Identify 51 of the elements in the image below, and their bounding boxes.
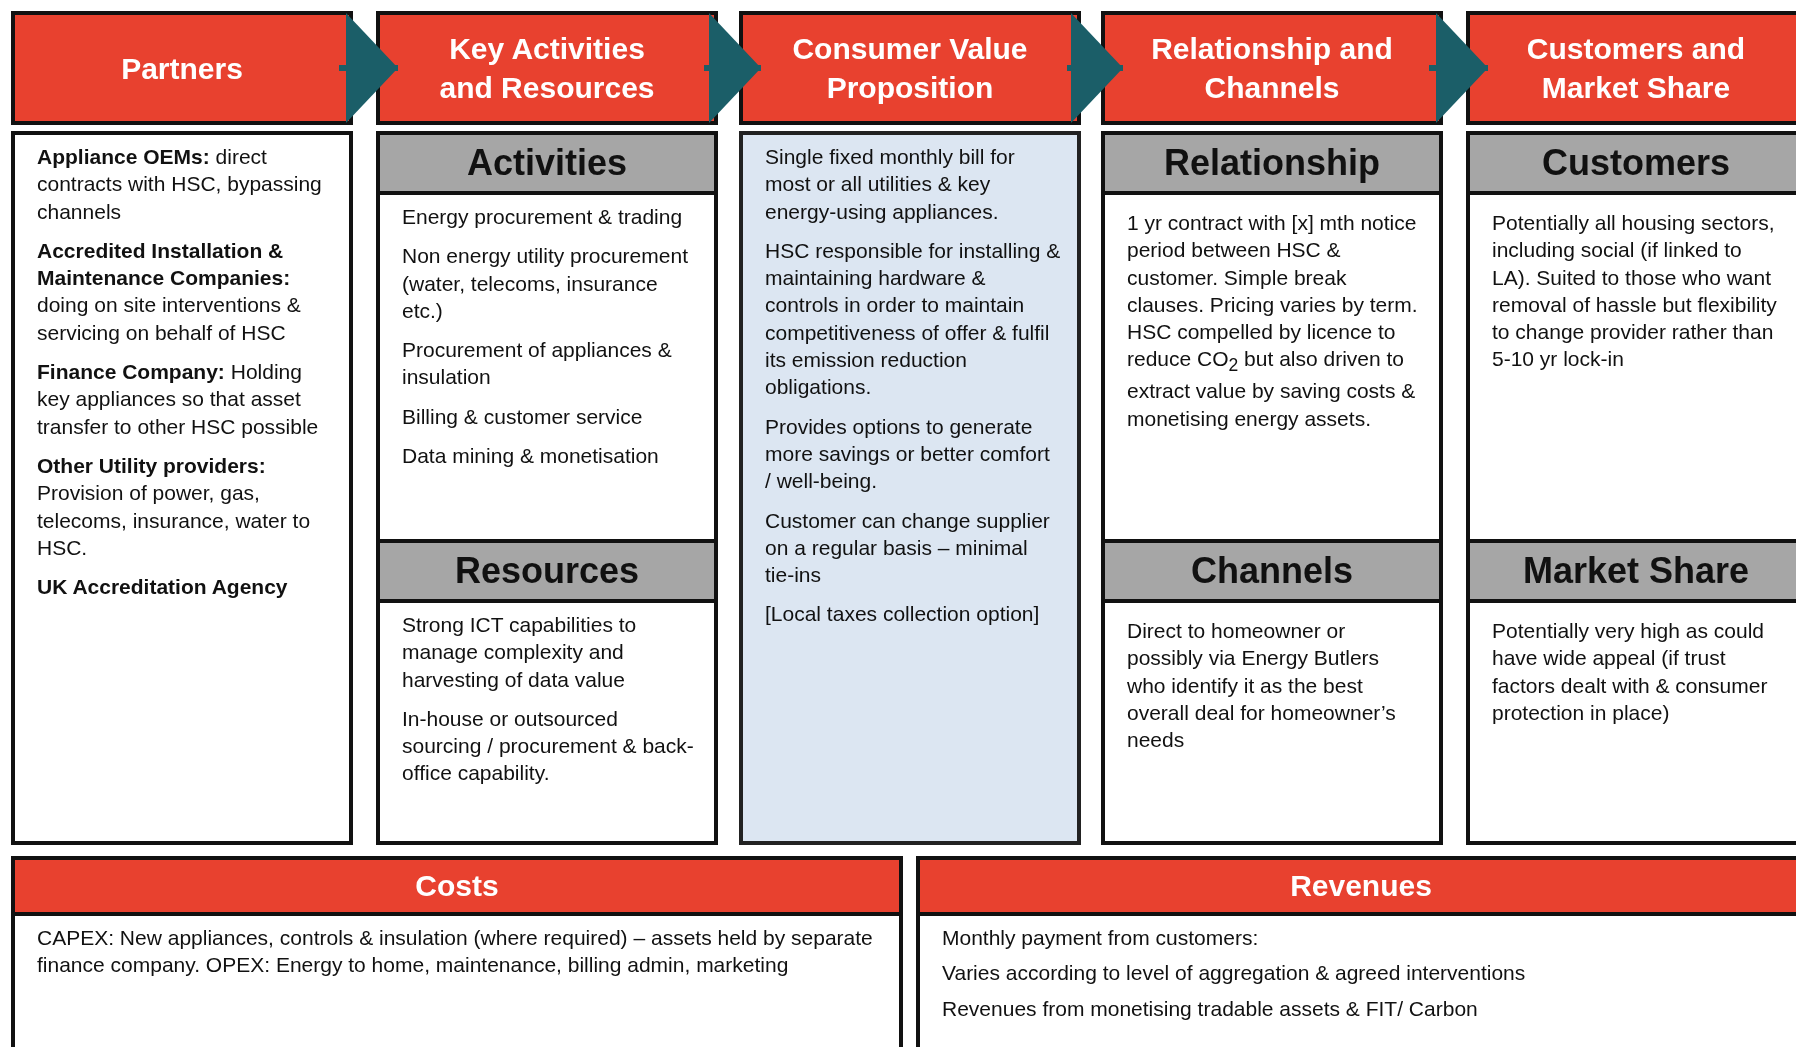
header-banner	[739, 11, 1081, 125]
chevron-arrow	[1429, 13, 1488, 123]
header-title: Key Activities and Resources	[438, 31, 656, 106]
body-text: Procurement of appliances & insulation	[402, 337, 673, 391]
body-text: Potentially all housing sectors, including social (if linked to LA). Suited to those who want removal of hassle but flexibility to change provider rather than 5-10 yr lock-in	[1492, 210, 1778, 373]
chevron-arrow	[1067, 13, 1123, 123]
header-banner	[11, 11, 353, 125]
body-text: Energy procurement & trading	[402, 204, 684, 230]
header-banner	[376, 11, 718, 125]
body-text: Single fixed monthly bill for most or all utilities & key energy-using appliances.	[765, 144, 1016, 225]
header-banner	[1466, 11, 1796, 125]
header-banner	[1101, 11, 1443, 125]
section-heading: Revenues	[920, 860, 1796, 916]
body-text: [Local taxes collection option]	[765, 601, 1041, 628]
body-text: Monthly payment from customers:	[942, 925, 1260, 951]
section-heading: Channels	[1105, 543, 1439, 603]
proposition-panel	[739, 131, 1081, 845]
body-text: Appliance OEMs: direct contracts with HSC, bypassing channels	[37, 144, 323, 225]
body-text: Finance Company: Holding key appliances so that asset transfer to other HSC possible	[37, 359, 320, 440]
header-title: Customers and Market Share	[1525, 31, 1747, 106]
chevron-arrow	[339, 13, 398, 123]
chevron-arrow	[704, 13, 761, 123]
body-text: Revenues from monetising tradable assets & FIT/ Carbon	[942, 995, 1479, 1022]
body-text: Billing & customer service	[402, 403, 644, 430]
body-text: UK Accreditation Agency	[37, 574, 289, 601]
body-text: Non energy utility procurement (water, telecoms, insurance etc.)	[402, 243, 689, 324]
header-title: Partners	[121, 50, 243, 87]
section-panel	[11, 856, 903, 1047]
body-text: Other Utility providers: Provision of power, gas, telecoms, insurance, water to HSC.	[37, 452, 312, 561]
body-text: HSC responsible for installing & maintaining hardware & controls in order to maintain competitiveness of offer & fulfil its emission reduction obligations.	[765, 237, 1061, 401]
body-text: Provides options to generate more savings or better comfort / well-being.	[765, 413, 1051, 495]
body-text: In-house or outsourced sourcing / procurement & back-office capability.	[402, 705, 695, 787]
section-heading: Customers	[1470, 135, 1796, 195]
body-text: Customer can change supplier on a regular basis – minimal tie-ins	[765, 507, 1051, 589]
header-title: Consumer Value Proposition	[791, 31, 1029, 106]
body-text: Data mining & monetisation	[402, 443, 660, 470]
body-text: 1 yr contract with [x] mth notice period between HSC & customer. Simple break clauses. Pricing varies by term. HSC compelled by licence to reduce CO$_{2}$ but also driven to extract value by saving costs & monetising energy assets.	[1127, 210, 1419, 432]
text-panel	[11, 131, 353, 845]
body-text: Potentially very high as could have wide appeal (if trust factors dealt with & consumer protection in place)	[1492, 618, 1769, 726]
section-heading: Costs	[15, 860, 899, 916]
section-heading: Relationship	[1105, 135, 1439, 195]
section-panel	[916, 856, 1796, 1047]
body-text: Strong ICT capabilities to manage complexity and harvesting of data value	[402, 612, 638, 693]
body-text: Accredited Installation & Maintenance Companies: doing on site interventions & servicing on behalf of HSC	[37, 237, 302, 346]
section-heading: Market Share	[1470, 543, 1796, 603]
section-heading: Resources	[380, 543, 714, 603]
section-heading: Activities	[380, 135, 714, 195]
header-title: Relationship and Channels	[1151, 31, 1393, 106]
body-text: CAPEX: New appliances, controls & insulation (where required) – assets held by separate finance company. OPEX: Energy to home, maintenance, billing admin, marketing	[37, 925, 874, 979]
body-text: Varies according to level of aggregation & agreed interventions	[942, 960, 1527, 987]
body-text: Direct to homeowner or possibly via Energy Butlers who identify it as the best overall deal for homeowner’s needs	[1127, 618, 1397, 754]
